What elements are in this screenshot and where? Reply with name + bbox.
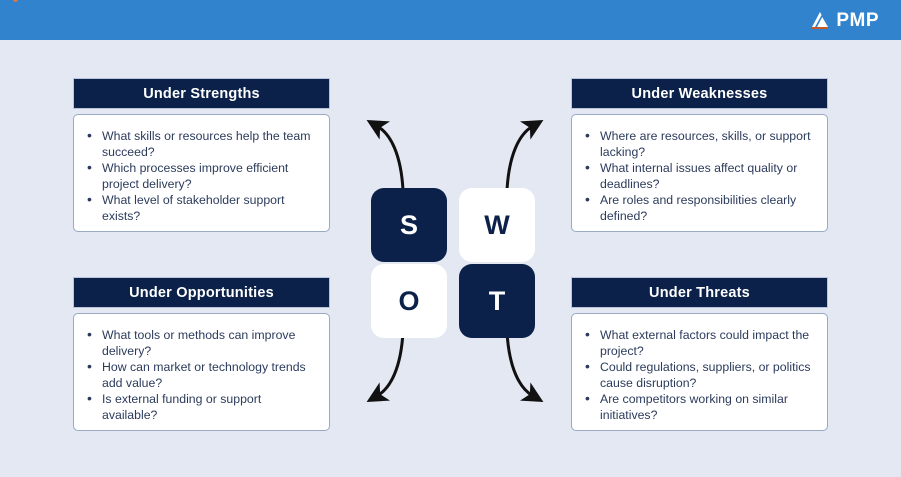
panel-weaknesses-body: Where are resources, skills, or support … xyxy=(571,114,828,232)
panel-weaknesses-title: Under Weaknesses xyxy=(631,85,768,102)
panel-strengths-header: Under Strengths xyxy=(73,78,330,109)
list-item: Are roles and responsibilities clearly d… xyxy=(582,192,813,224)
panel-opportunities-title: Under Opportunities xyxy=(129,284,274,301)
swot-tile-weaknesses[interactable]: W xyxy=(459,188,535,262)
list-item: Is external funding or support available… xyxy=(84,391,315,423)
swot-tile-threats[interactable]: T xyxy=(459,264,535,338)
panel-threats-body: What external factors could impact the p… xyxy=(571,313,828,431)
list-item: What internal issues affect quality or d… xyxy=(582,160,813,192)
panel-opportunities-header: Under Opportunities xyxy=(73,277,330,308)
panel-threats-title: Under Threats xyxy=(649,284,750,301)
brand-logo: PMP xyxy=(13,0,879,31)
panel-strengths: Under Strengths What skills or resources… xyxy=(73,78,330,232)
list-item: What tools or methods can improve delive… xyxy=(84,327,315,359)
list-item: What level of stakeholder support exists… xyxy=(84,192,315,224)
arrow-up-right-icon xyxy=(505,120,544,192)
swot-center-grid: S W O T xyxy=(371,188,535,338)
list-item: Are competitors working on similar initi… xyxy=(582,391,813,423)
swot-arrows-group xyxy=(355,110,555,410)
mountain-logo-icon xyxy=(809,10,831,30)
top-header-bar: PMP xyxy=(0,0,901,40)
brand-accent-dot-icon xyxy=(13,0,18,2)
list-item: How can market or technology trends add … xyxy=(84,359,315,391)
brand-name: PMP xyxy=(836,9,879,31)
panel-weaknesses-header: Under Weaknesses xyxy=(571,78,828,109)
swot-tile-opportunities[interactable]: O xyxy=(371,264,447,338)
panel-weaknesses-list: Where are resources, skills, or support … xyxy=(582,128,813,224)
list-item: What external factors could impact the p… xyxy=(582,327,813,359)
panel-threats-list: What external factors could impact the p… xyxy=(582,327,813,423)
panel-threats-header: Under Threats xyxy=(571,277,828,308)
panel-opportunities-body: What tools or methods can improve delive… xyxy=(73,313,330,431)
panel-strengths-title: Under Strengths xyxy=(143,85,260,102)
panel-threats: Under Threats What external factors coul… xyxy=(571,277,828,431)
arrow-down-left-icon xyxy=(366,330,405,402)
panel-strengths-list: What skills or resources help the team s… xyxy=(84,128,315,224)
panel-opportunities-list: What tools or methods can improve delive… xyxy=(84,327,315,423)
list-item: Which processes improve efficient projec… xyxy=(84,160,315,192)
panel-weaknesses: Under Weaknesses Where are resources, sk… xyxy=(571,78,828,232)
list-item: What skills or resources help the team s… xyxy=(84,128,315,160)
list-item: Could regulations, suppliers, or politic… xyxy=(582,359,813,391)
arrow-up-left-icon xyxy=(366,120,405,192)
arrow-down-right-icon xyxy=(505,330,544,402)
list-item: Where are resources, skills, or support … xyxy=(582,128,813,160)
panel-opportunities: Under Opportunities What tools or method… xyxy=(73,277,330,431)
panel-strengths-body: What skills or resources help the team s… xyxy=(73,114,330,232)
swot-tile-strengths[interactable]: S xyxy=(371,188,447,262)
